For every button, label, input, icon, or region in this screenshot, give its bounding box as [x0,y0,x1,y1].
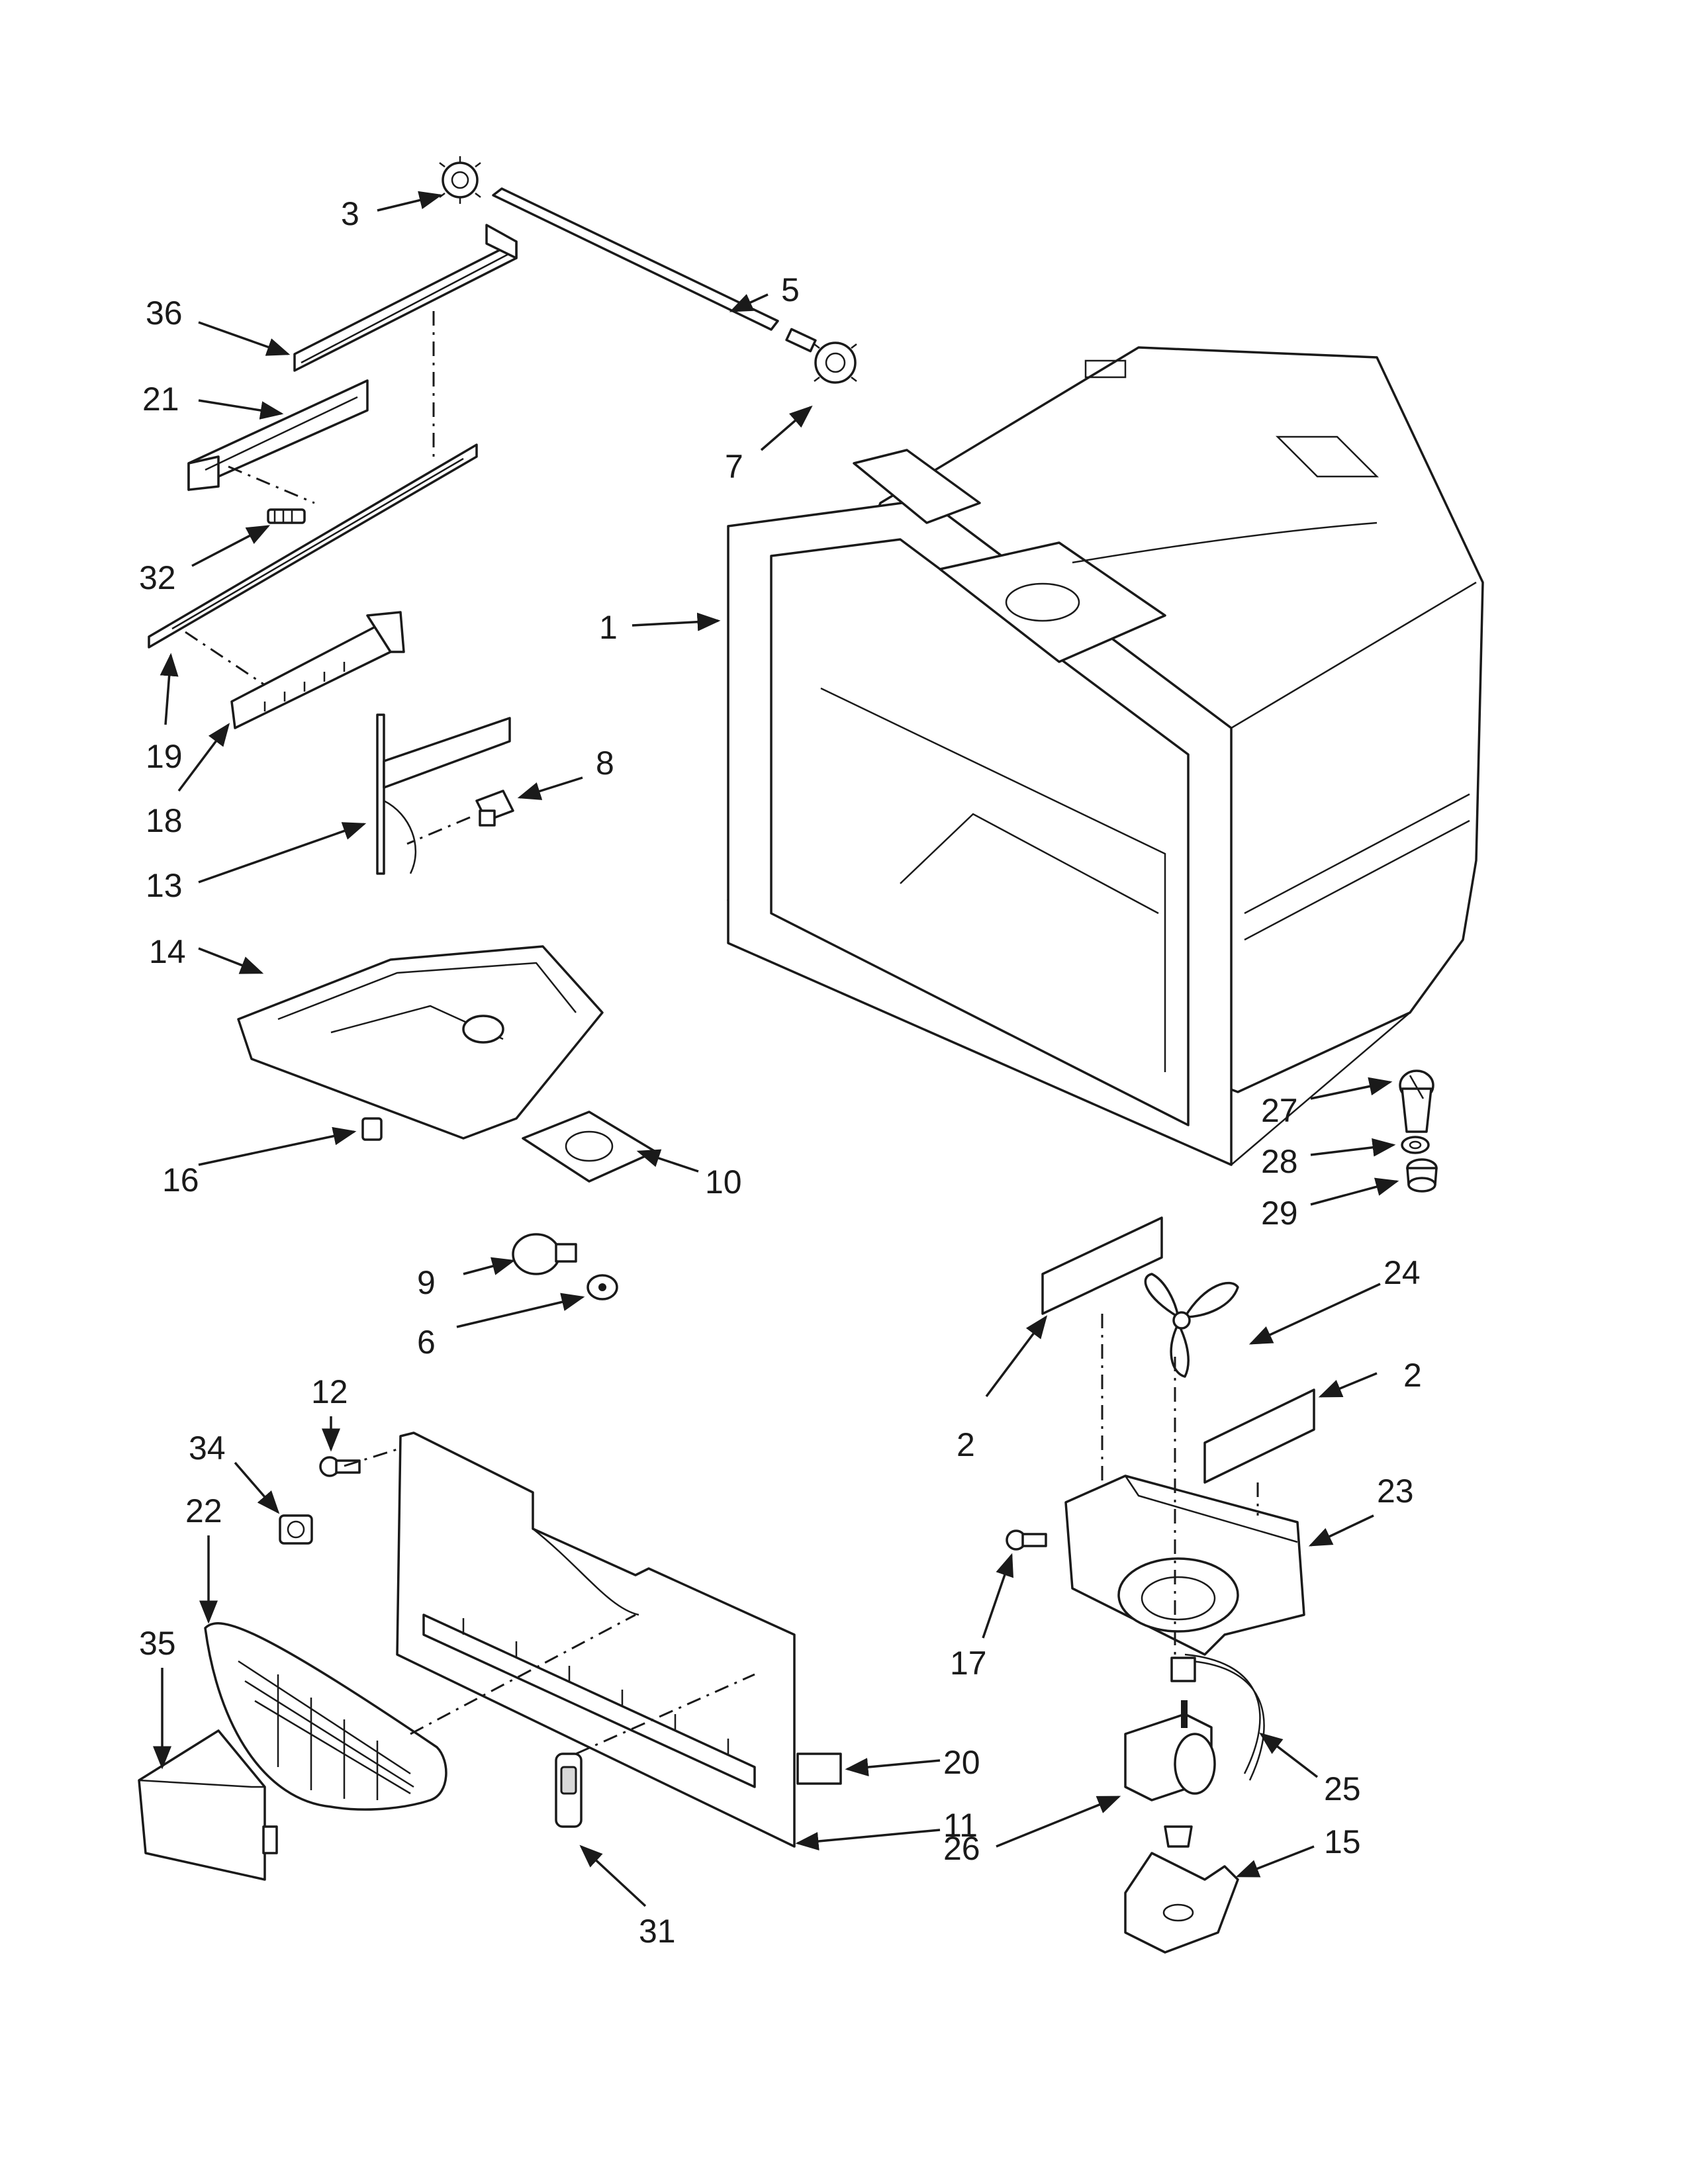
callout-13: 13 [146,867,183,904]
part-25-harness [1170,1653,1265,1781]
callout-36: 36 [146,295,183,332]
callout-3: 3 [341,195,359,232]
part-32-screw [267,508,306,524]
callout-25: 25 [1324,1770,1361,1807]
part-11-rear-panel [396,1432,796,1848]
part-2-pad-upper [1041,1216,1163,1315]
part-14-tray [237,945,604,1140]
callout-9: 9 [417,1264,436,1301]
part-1-freezer-liner [727,346,1484,1166]
callout-24: 24 [1383,1254,1421,1291]
part-6-socket [586,1274,618,1300]
part-26-fan-motor [1124,1700,1216,1801]
part-34-connector [279,1514,313,1545]
callout-1: 1 [599,609,618,646]
part-17-screw [1006,1529,1047,1551]
leader-lines [153,191,1399,1907]
part-20-foam-strip [796,1752,842,1785]
callout-18: 18 [146,802,183,839]
part-12-screw [319,1456,361,1477]
part-28-washer [1401,1136,1430,1154]
callout-22: 22 [185,1492,222,1529]
part-16-clip [361,1117,383,1141]
part-27-drain-trap [1399,1069,1434,1133]
part-31-damper [555,1752,583,1828]
callout-8: 8 [596,745,614,782]
part-36-rail [293,224,518,372]
callout-21: 21 [142,381,179,418]
callout-29: 29 [1261,1195,1298,1232]
callout-labels: 3 5 36 21 7 32 1 19 8 18 13 14 27 28 16 … [139,195,1422,1950]
part-29-cap [1406,1158,1438,1193]
part-2-pad-lower [1203,1388,1315,1484]
part-3-gear [439,156,481,204]
callout-34: 34 [189,1430,226,1467]
part-5-rod [492,187,779,331]
callout-35: 35 [139,1625,176,1662]
callout-20: 20 [943,1744,980,1781]
callout-32: 32 [139,559,176,596]
part-18-bracket [230,611,405,729]
callout-14: 14 [149,933,186,970]
callout-17: 17 [950,1645,987,1682]
callout-7: 7 [725,448,743,485]
callout-19: 19 [146,738,183,775]
callout-12: 12 [311,1373,348,1410]
part-23-fan-housing [1064,1475,1305,1656]
callout-11: 11 [943,1807,978,1844]
callout-2-upper: 2 [957,1426,975,1463]
assembly-lines [185,311,1259,1755]
callout-28: 28 [1261,1143,1298,1180]
callout-2-lower: 2 [1403,1357,1422,1394]
callout-16: 16 [162,1161,199,1199]
part-8-screw [475,790,514,827]
part-7-gear [785,328,857,384]
callout-6: 6 [417,1324,436,1361]
callout-5: 5 [781,271,800,308]
part-15-motor-bracket [1124,1825,1239,1954]
callout-27: 27 [1261,1092,1298,1129]
part-22-grille [204,1622,447,1811]
callout-10: 10 [705,1163,742,1201]
callout-15: 15 [1324,1823,1361,1860]
part-19-slide-rail [148,443,478,649]
callout-23: 23 [1377,1473,1414,1510]
part-21-bracket [187,379,369,491]
part-13-bracket [376,713,511,875]
part-9-lamp [512,1233,577,1275]
callout-31: 31 [639,1913,676,1950]
callout-26: 26 [943,1830,980,1867]
part-10-gasket [522,1111,657,1183]
part-24-fan-blade [1144,1273,1239,1378]
